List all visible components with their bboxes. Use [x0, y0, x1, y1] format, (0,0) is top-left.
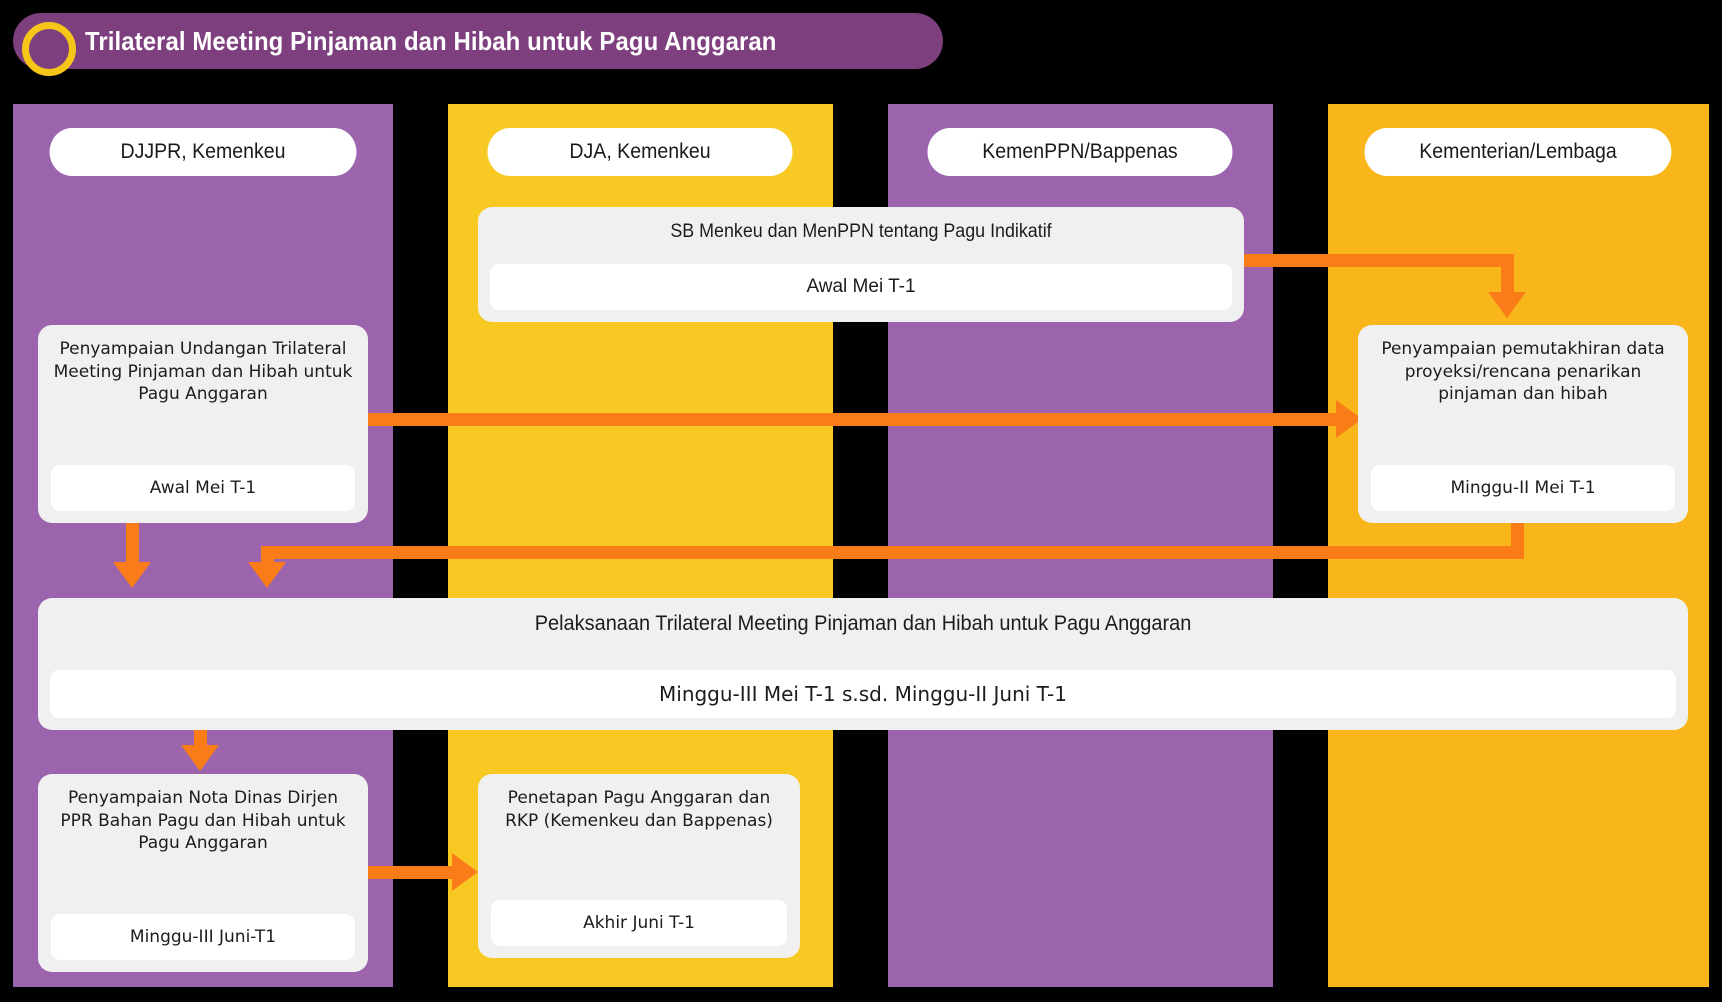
- card-undangan[interactable]: Penyampaian Undangan Trilateral Meeting …: [38, 325, 368, 523]
- card-penetapan-date: Akhir Juni T-1: [491, 900, 787, 946]
- connector-pemutakhiran-down-segment: [1511, 523, 1524, 553]
- card-penetapan[interactable]: Penetapan Pagu Anggaran dan RKP (Kemenke…: [478, 774, 800, 958]
- connector-undangan-to-pemutakhiran-line: [368, 413, 1345, 426]
- card-pelaksanaan[interactable]: Pelaksanaan Trilateral Meeting Pinjaman …: [38, 598, 1688, 730]
- card-nota-dinas-title: Penyampaian Nota Dinas Dirjen PPR Bahan …: [60, 788, 346, 854]
- connector-sb-to-kl-horizontal: [1244, 254, 1514, 267]
- connector-pelaksanaan-to-nota-arrowhead: [181, 745, 219, 771]
- card-pemutakhiran-title: Penyampaian pemutakhiran data proyeksi/r…: [1381, 339, 1665, 405]
- lane-header-djjpr: DJJPR, Kemenkeu: [49, 128, 357, 176]
- card-pemutakhiran[interactable]: Penyampaian pemutakhiran data proyeksi/r…: [1358, 325, 1688, 523]
- connector-undangan-to-pemutakhiran-arrowhead: [1336, 400, 1362, 438]
- lane-header-dja: DJA, Kemenkeu: [487, 128, 793, 176]
- card-undangan-date: Awal Mei T-1: [51, 465, 355, 511]
- title-banner: Trilateral Meeting Pinjaman dan Hibah un…: [13, 13, 943, 76]
- card-undangan-title: Penyampaian Undangan Trilateral Meeting …: [53, 339, 353, 405]
- card-penetapan-title: Penetapan Pagu Anggaran dan RKP (Kemenke…: [505, 788, 773, 831]
- connector-nota-to-penetapan-line: [368, 866, 461, 879]
- connector-sb-to-kl-arrowhead: [1488, 292, 1526, 318]
- ring-icon: [22, 22, 76, 76]
- card-sb-menkeu-date: Awal Mei T-1: [490, 264, 1232, 310]
- card-sb-menkeu-title: SB Menkeu dan MenPPN tentang Pagu Indika…: [670, 221, 1052, 242]
- connector-undangan-to-pelaksanaan-arrowhead: [113, 562, 151, 588]
- card-pemutakhiran-date: Minggu-II Mei T-1: [1371, 465, 1675, 511]
- card-pelaksanaan-title: Pelaksanaan Trilateral Meeting Pinjaman …: [534, 612, 1192, 635]
- connector-nota-to-penetapan-arrowhead: [452, 853, 478, 891]
- connector-pemutakhiran-to-pelaksanaan-arrowhead: [248, 562, 286, 588]
- lane-header-kementerian-lembaga: Kementerian/Lembaga: [1364, 128, 1672, 176]
- page-title: Trilateral Meeting Pinjaman dan Hibah un…: [85, 25, 777, 56]
- card-nota-dinas-date: Minggu-III Juni-T1: [51, 914, 355, 960]
- card-pelaksanaan-date: Minggu-III Mei T-1 s.sd. Minggu-II Juni …: [50, 670, 1676, 718]
- lane-header-bappenas: KemenPPN/Bappenas: [927, 128, 1233, 176]
- card-nota-dinas[interactable]: Penyampaian Nota Dinas Dirjen PPR Bahan …: [38, 774, 368, 972]
- card-sb-menkeu[interactable]: SB Menkeu dan MenPPN tentang Pagu Indika…: [478, 207, 1244, 322]
- connector-pemutakhiran-horizontal-segment: [261, 546, 1524, 559]
